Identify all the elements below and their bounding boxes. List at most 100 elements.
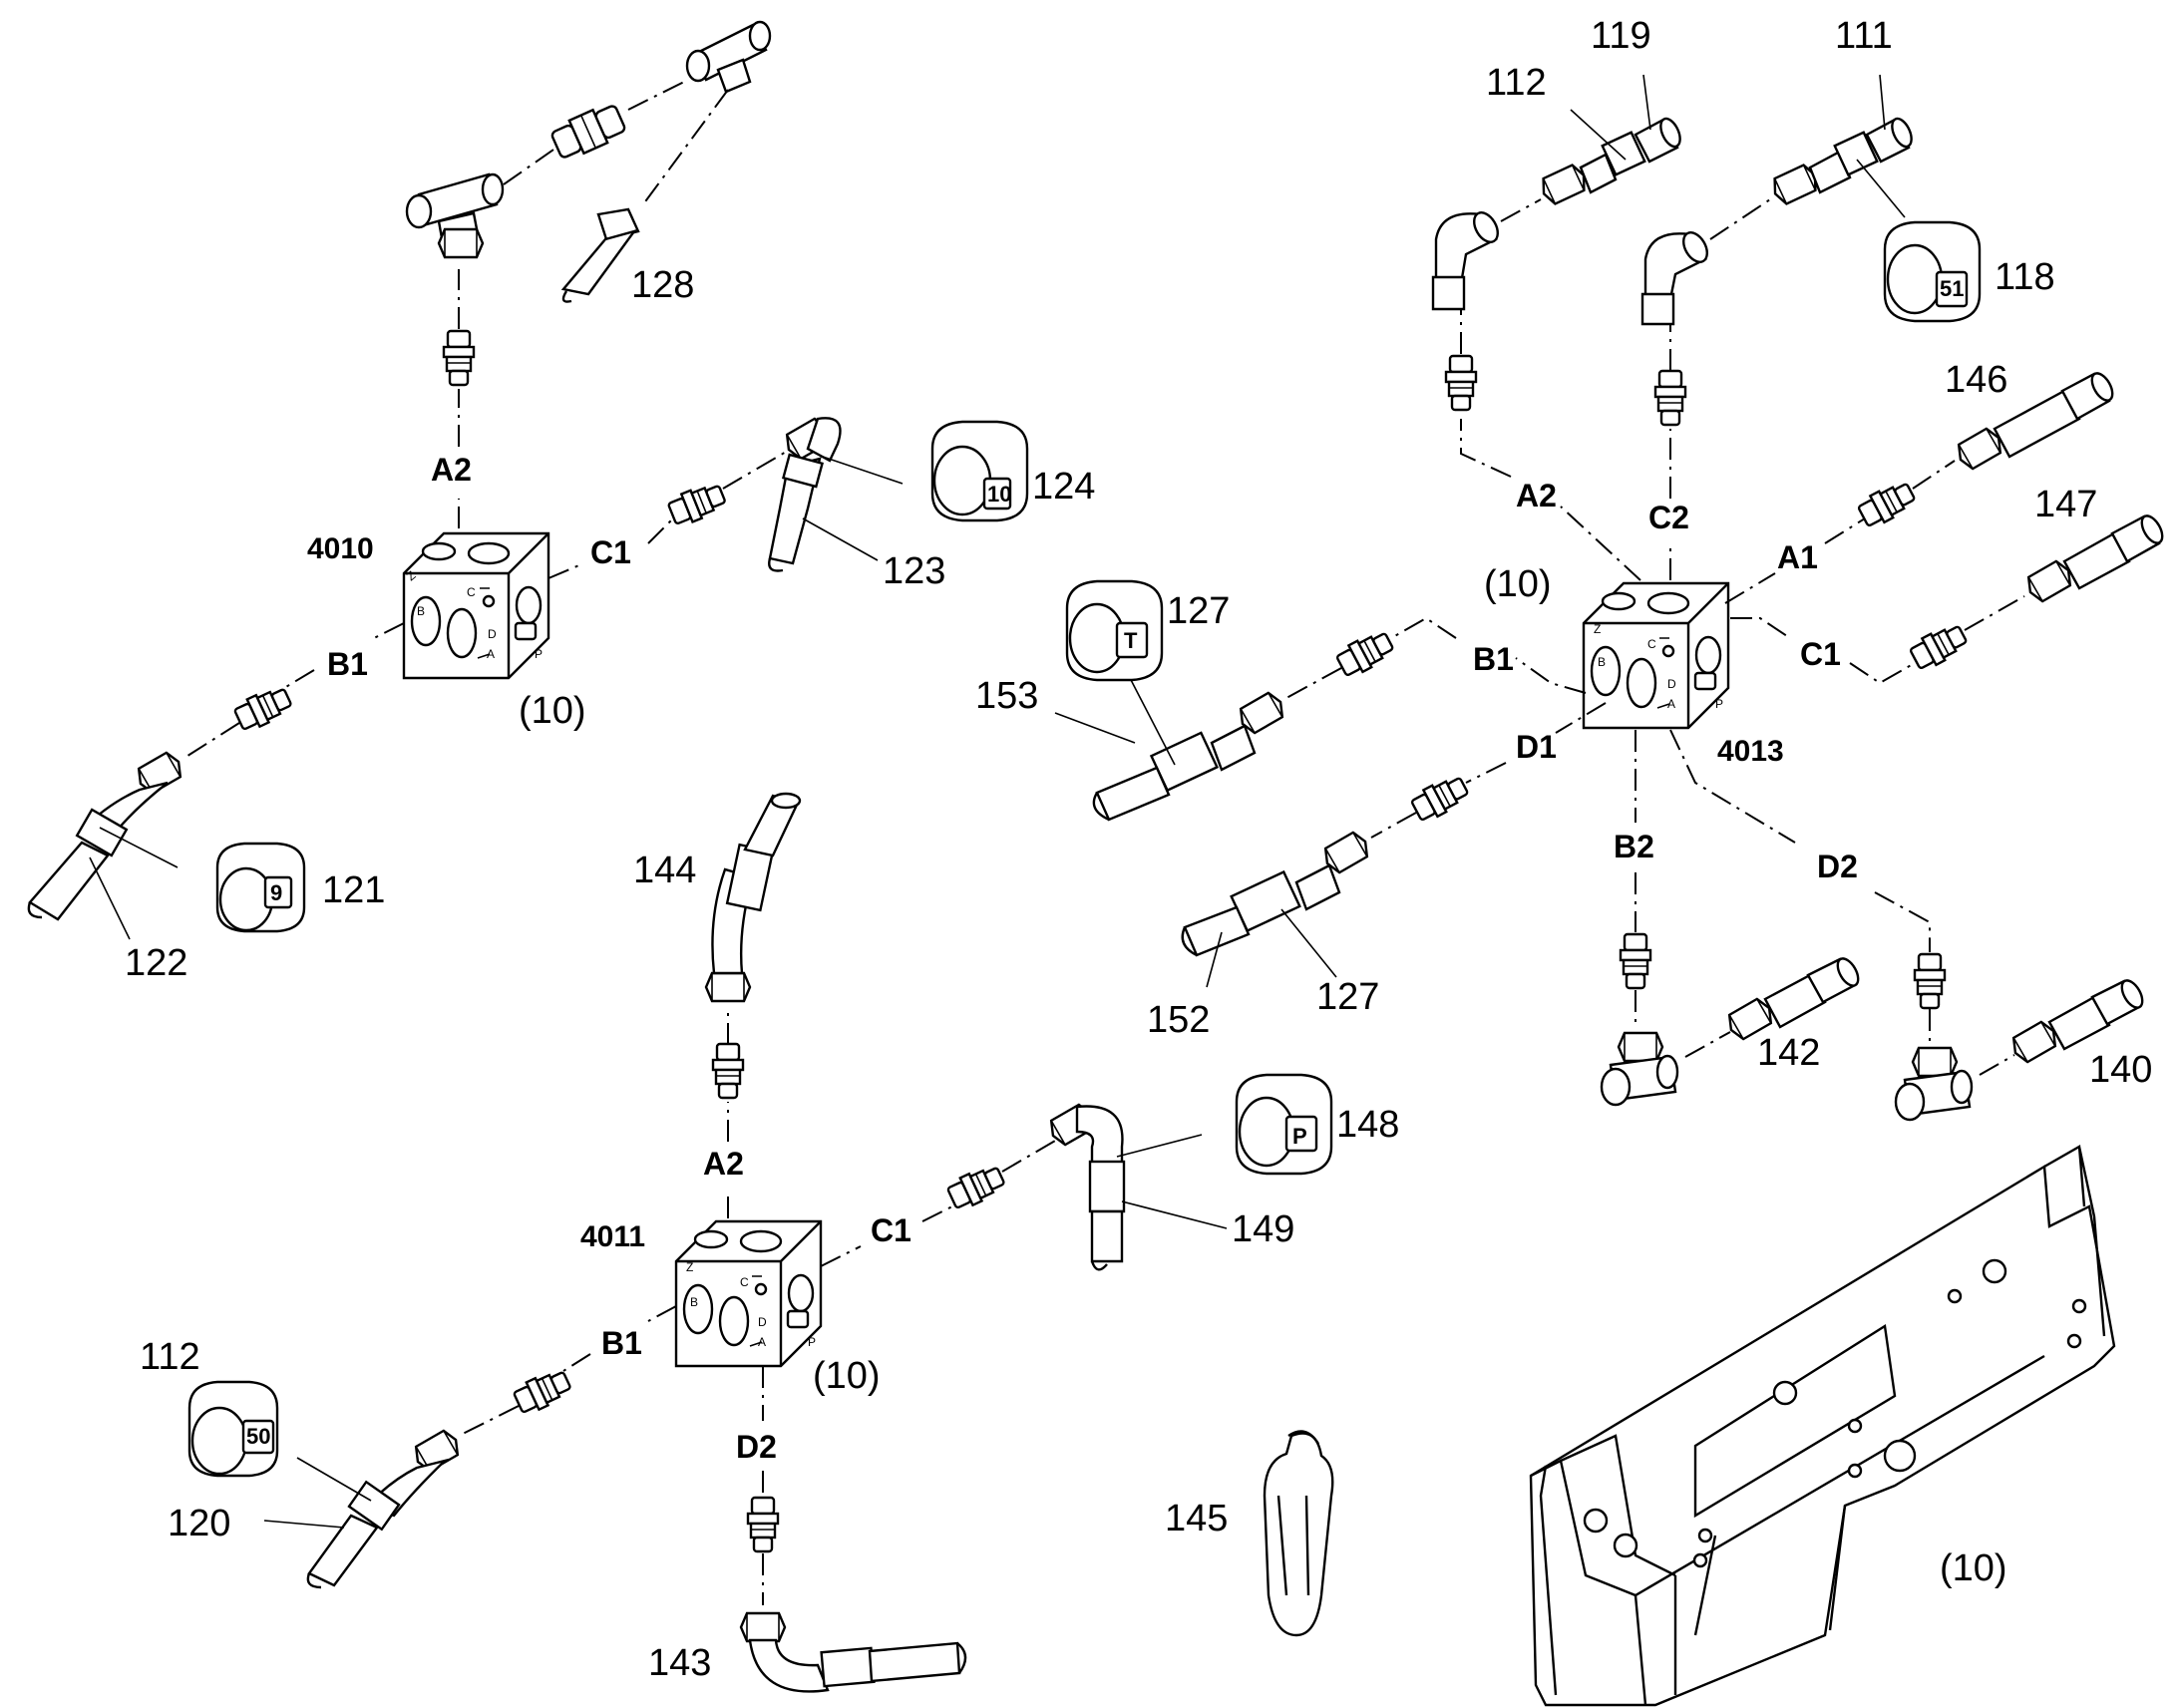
block-qty-4011: (10)	[813, 1355, 881, 1397]
hose-111	[1767, 117, 1913, 208]
svg-text:C: C	[467, 585, 476, 599]
svg-text:B: B	[1598, 655, 1606, 669]
callout-152: 152	[1147, 999, 1210, 1041]
ring-tag-121: 9	[215, 842, 306, 933]
ring-tag-127: T	[1065, 579, 1164, 682]
hose-149	[1044, 1100, 1126, 1271]
port-label-4013-a1: A1	[1777, 539, 1818, 575]
hose-122	[27, 748, 187, 921]
block-qty-4010: (10)	[519, 690, 586, 732]
block-4011-group: Z C B D A P 4011 (10) A2 C1 B1 D2 144	[140, 792, 1399, 1693]
block-4013-group: Z C B D A P 4013 (10) A2 C2 A1 B1 C1 D1 …	[975, 15, 2164, 1122]
svg-text:D: D	[488, 627, 497, 641]
hose-147	[2021, 514, 2164, 606]
callout-111: 111	[1835, 15, 1893, 57]
ring-tag-112: 50	[187, 1380, 279, 1478]
svg-text:A: A	[758, 1335, 766, 1349]
hose-120	[306, 1426, 465, 1589]
port-label-4013-b1: B1	[1473, 641, 1514, 677]
svg-text:B: B	[690, 1295, 698, 1309]
port-label-4013-c1: C1	[1800, 636, 1841, 672]
tee-fitting-140	[1894, 1046, 1974, 1122]
block-4010-group: Z C B D A P 4010 (10) A2 C1 B1	[27, 20, 1095, 984]
port-label-4013-d1: D1	[1516, 729, 1557, 765]
ring-tag-118-text: 51	[1940, 276, 1964, 301]
callout-127-upper: 127	[1167, 590, 1230, 632]
callout-119: 119	[1591, 15, 1651, 57]
elbow-fitting-a2	[1431, 211, 1499, 311]
block-qty-4013: (10)	[1484, 563, 1552, 605]
port-label-4011-a2: A2	[703, 1146, 744, 1182]
port-label-4010-c1: C1	[590, 534, 631, 570]
svg-text:P: P	[808, 1335, 816, 1349]
tee-fitting-upper	[685, 20, 772, 94]
callout-143: 143	[648, 1642, 711, 1684]
block-label-4013: 4013	[1717, 735, 1784, 768]
union-fitting	[550, 105, 626, 159]
port-label-4013-c2: C2	[1648, 500, 1689, 535]
svg-text:A: A	[487, 647, 495, 661]
frame-qty: (10)	[1940, 1547, 2007, 1589]
svg-text:C: C	[1647, 637, 1656, 651]
svg-text:B: B	[417, 604, 425, 618]
hose-152	[1181, 828, 1374, 957]
callout-127-lower: 127	[1316, 976, 1379, 1018]
callout-144: 144	[633, 850, 696, 891]
callout-146: 146	[1945, 359, 2007, 401]
callout-124: 124	[1032, 466, 1095, 508]
svg-text:P: P	[1715, 697, 1723, 711]
hose-140	[2006, 979, 2144, 1067]
svg-text:P: P	[535, 647, 543, 661]
svg-text:Z: Z	[686, 1260, 693, 1274]
hose-153	[1092, 688, 1289, 822]
callout-128: 128	[631, 264, 694, 306]
callout-145: 145	[1165, 1498, 1228, 1539]
callout-112-upper: 112	[1486, 62, 1547, 104]
port-label-4011-d2: D2	[736, 1429, 777, 1465]
ring-tag-127-text: T	[1124, 628, 1138, 653]
svg-text:D: D	[758, 1315, 767, 1329]
ring-tag-118: 51	[1883, 220, 1982, 323]
strap-145	[1263, 1430, 1334, 1637]
svg-text:Z: Z	[1594, 622, 1601, 636]
callout-140: 140	[2089, 1049, 2152, 1091]
port-label-4010-b1: B1	[327, 646, 368, 682]
port-label-4013-b2: B2	[1614, 829, 1654, 864]
hose-143	[739, 1611, 967, 1693]
hose-144	[704, 792, 802, 1003]
port-label-4010-a2: A2	[431, 452, 472, 488]
ring-tag-124-text: 10	[987, 482, 1011, 507]
port-label-4011-c1: C1	[871, 1212, 911, 1248]
callout-142: 142	[1757, 1032, 1820, 1074]
callout-122: 122	[125, 942, 187, 984]
port-label-4013-d2: D2	[1817, 849, 1858, 884]
hose-142	[1722, 957, 1860, 1044]
callout-153: 153	[975, 675, 1038, 717]
ring-tag-112-text: 50	[246, 1424, 270, 1449]
block-label-4011: 4011	[580, 1220, 645, 1253]
callout-121: 121	[322, 869, 385, 911]
block-label-4010: 4010	[307, 532, 374, 565]
tee-fitting-142	[1600, 1031, 1679, 1107]
mounting-bracket-frame	[1529, 1145, 2116, 1707]
port-label-4013-a2: A2	[1516, 478, 1557, 513]
callout-118: 118	[1995, 256, 2055, 298]
ring-tag-121-text: 9	[270, 880, 282, 905]
hose-119	[1536, 117, 1681, 208]
hose-end-128	[560, 207, 640, 303]
callout-147: 147	[2034, 484, 2097, 525]
port-label-4011-b1: B1	[601, 1325, 642, 1361]
ring-tag-148: P	[1235, 1073, 1333, 1176]
hose-123	[768, 414, 842, 572]
callout-112-lower: 112	[140, 1336, 200, 1378]
callout-120: 120	[168, 1503, 230, 1544]
ring-tag-148-text: P	[1292, 1124, 1307, 1149]
hose-146	[1952, 372, 2114, 474]
svg-text:A: A	[1667, 697, 1675, 711]
svg-text:C: C	[740, 1275, 749, 1289]
svg-text:D: D	[1667, 677, 1676, 691]
callout-149: 149	[1232, 1208, 1294, 1250]
elbow-fitting-c2	[1640, 231, 1708, 326]
callout-148: 148	[1336, 1104, 1399, 1146]
